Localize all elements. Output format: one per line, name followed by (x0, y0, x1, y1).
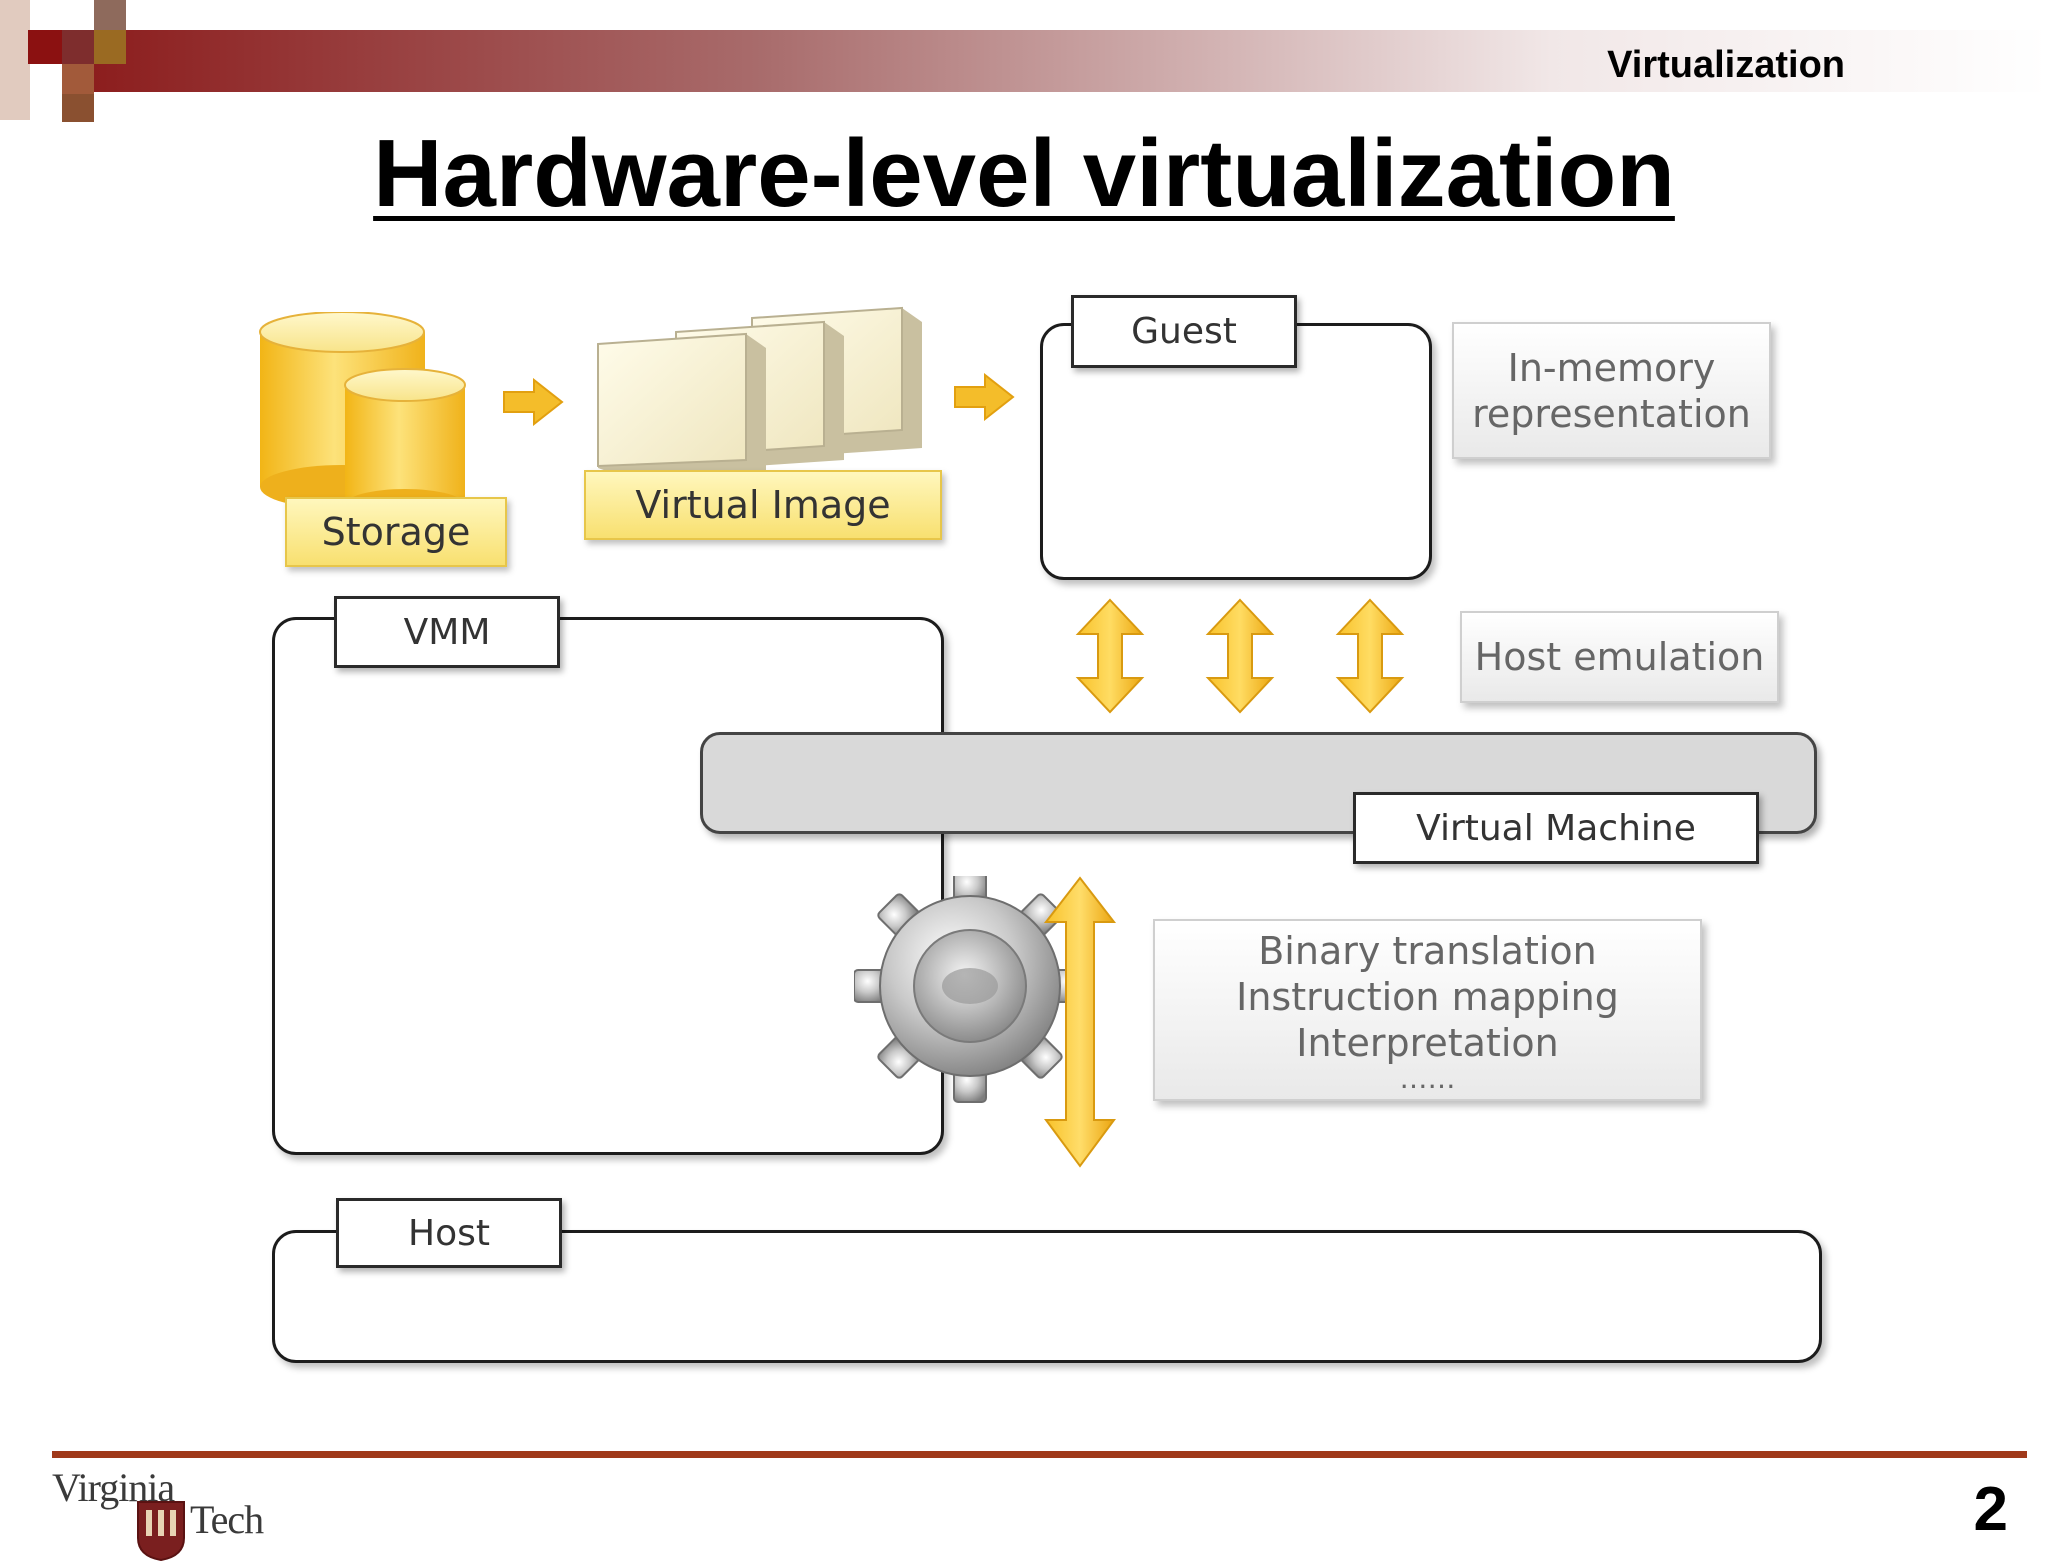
double-arrow-icon (1205, 598, 1275, 714)
host-label: Host (336, 1198, 562, 1268)
translation-note-line: Instruction mapping (1236, 975, 1619, 1019)
vmm-label: VMM (334, 596, 560, 668)
virginia-tech-logo: Virginia Tech (52, 1464, 272, 1562)
double-arrow-icon (1335, 598, 1405, 714)
translation-note-line: Interpretation (1296, 1021, 1559, 1065)
long-double-arrow-icon (1043, 876, 1117, 1168)
translation-note-line: Binary translation (1258, 929, 1597, 973)
gear-icon (854, 876, 1087, 1103)
vmm-frame (272, 617, 944, 1155)
in-memory-note-line: representation (1472, 391, 1751, 436)
translation-note: Binary translation Instruction mapping I… (1153, 919, 1702, 1101)
guest-label: Guest (1071, 295, 1297, 368)
in-memory-note: In-memory representation (1452, 322, 1771, 459)
translation-note-ellipsis: …… (1399, 1062, 1456, 1095)
virtual-image-label: Virtual Image (584, 470, 942, 540)
host-emulation-note: Host emulation (1460, 611, 1779, 703)
section-label: Virtualization (1607, 44, 1845, 86)
vt-shield-icon (137, 1501, 185, 1562)
host-emulation-note-text: Host emulation (1474, 635, 1765, 679)
virtual-image-panels-icon (597, 306, 922, 475)
storage-cylinders-icon (259, 312, 466, 521)
in-memory-note-line: In-memory (1507, 345, 1716, 390)
virtual-machine-label: Virtual Machine (1353, 792, 1759, 864)
footer-rule (52, 1451, 2027, 1458)
header-decoration (0, 0, 2048, 122)
page-number: 2 (1973, 1475, 2008, 1544)
arrow-right-icon (503, 378, 564, 426)
gear-arrow-group (854, 876, 1117, 1168)
double-arrows-group (1075, 598, 1405, 714)
slide-title: Hardware-level virtualization (373, 120, 1675, 227)
double-arrow-icon (1075, 598, 1145, 714)
storage-label: Storage (285, 497, 507, 567)
arrow-right-icon (954, 373, 1015, 421)
logo-word-tech: Tech (190, 1497, 264, 1542)
